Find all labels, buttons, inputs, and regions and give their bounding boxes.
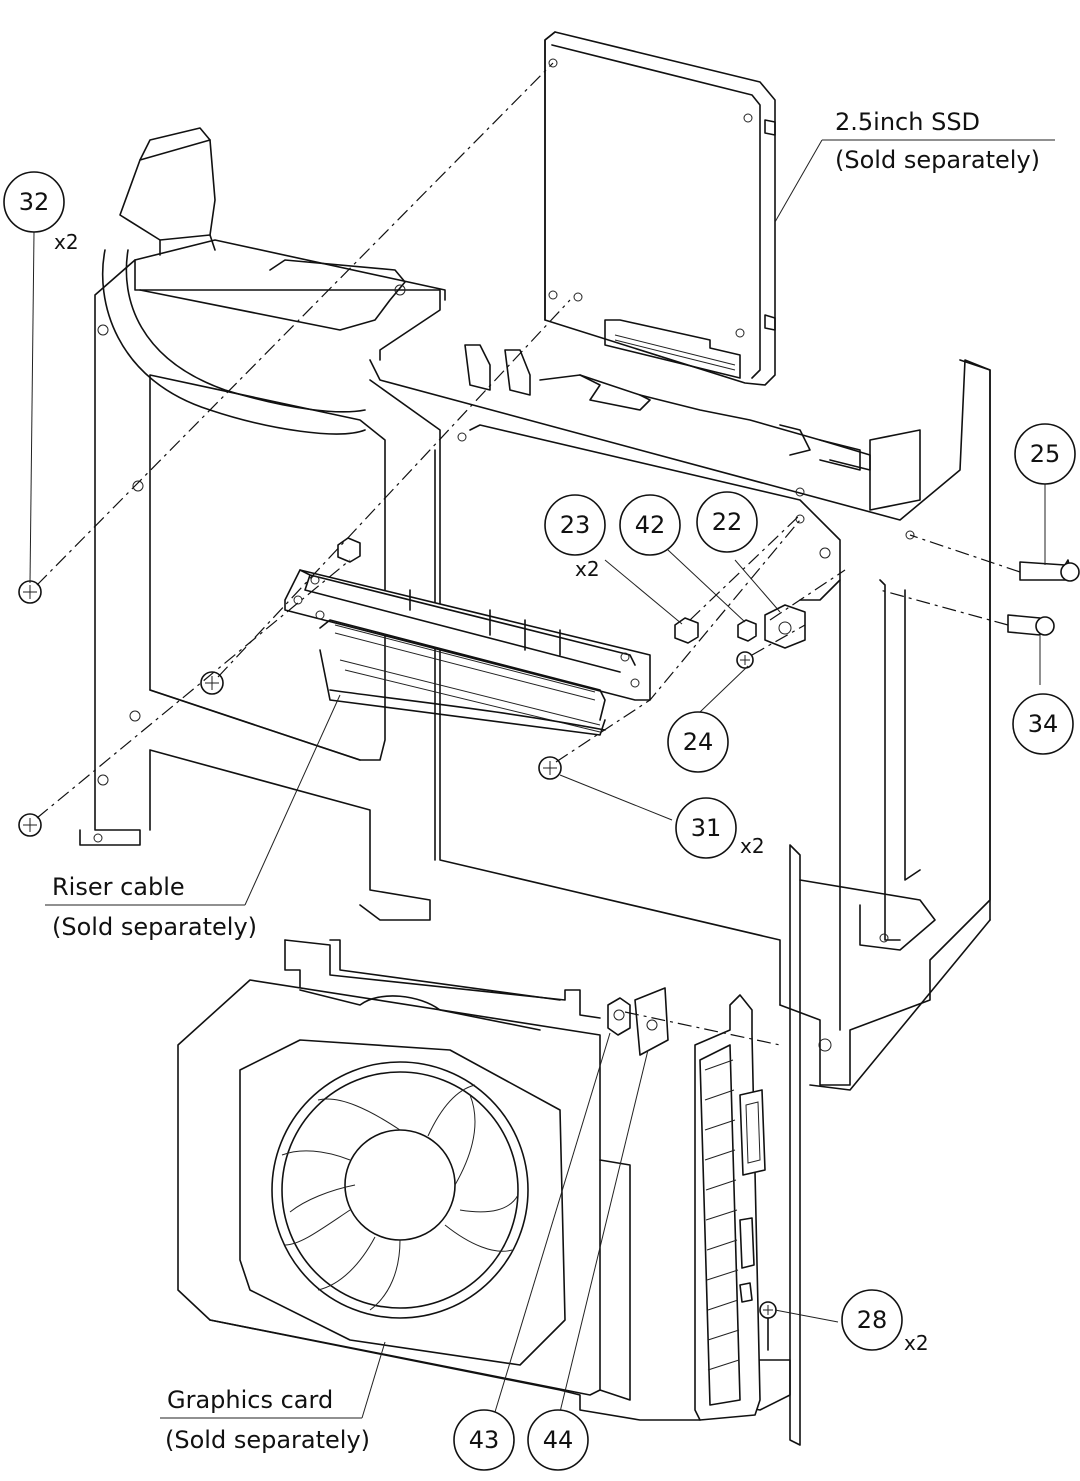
callout-23: 23 x2 (544, 494, 606, 581)
nut-42 (737, 619, 757, 642)
callout-number: 34 (1028, 710, 1059, 738)
callout-number: 28 (857, 1306, 888, 1334)
screw-28-a (759, 1301, 777, 1319)
bracket-44 (634, 987, 669, 1056)
callout-number: 42 (635, 511, 666, 539)
callout-31: 31 x2 (675, 797, 765, 859)
label-riser-name: Riser cable (52, 873, 185, 901)
callout-qty: x2 (740, 834, 765, 858)
callout-43: 43 (453, 1409, 515, 1471)
label-gpu-note: (Sold separately) (165, 1426, 370, 1454)
callout-number: 44 (543, 1426, 574, 1454)
label-gpu-name: Graphics card (167, 1386, 333, 1414)
callout-32: 32 x2 (3, 171, 79, 254)
standoff-23-b (674, 617, 699, 644)
label-ssd: 2.5inch SSD (Sold separately) (835, 108, 1040, 174)
chassis-frame (79, 239, 991, 1446)
callout-number: 23 (560, 511, 591, 539)
callout-number: 31 (691, 814, 722, 842)
callout-number: 25 (1030, 440, 1061, 468)
riser-board (284, 569, 651, 736)
bracket-22 (764, 604, 806, 649)
callout-42: 42 (619, 494, 681, 556)
leader-lines (29, 139, 1055, 1419)
screw-34 (1007, 614, 1041, 636)
standoff-43 (607, 997, 631, 1036)
callout-24: 24 (667, 711, 729, 773)
screw-31 (538, 756, 562, 780)
label-gpu: Graphics card (Sold separately) (165, 1386, 370, 1454)
callout-qty: x2 (575, 557, 600, 581)
label-ssd-name: 2.5inch SSD (835, 108, 980, 136)
callout-qty: x2 (904, 1331, 929, 1355)
callout-28: 28 x2 (841, 1289, 929, 1355)
label-ssd-note: (Sold separately) (835, 146, 1040, 174)
label-riser: Riser cable (Sold separately) (52, 873, 257, 941)
standoff-23-a (337, 537, 361, 563)
callout-number: 43 (469, 1426, 500, 1454)
label-riser-note: (Sold separately) (52, 913, 257, 941)
ssd-drive (544, 31, 776, 386)
callout-number: 32 (19, 188, 50, 216)
callout-number: 24 (683, 728, 714, 756)
assembly-lines (36, 62, 1021, 1046)
callout-22: 22 (696, 491, 758, 553)
callout-qty: x2 (54, 230, 79, 254)
graphics-card (177, 939, 766, 1421)
callout-number: 22 (712, 508, 743, 536)
callout-44: 44 (527, 1409, 589, 1471)
callout-25: 25 (1014, 423, 1076, 485)
screw-riser-left (200, 671, 224, 695)
power-cable (101, 127, 366, 435)
callout-34: 34 (1012, 693, 1074, 755)
screw-32-b (18, 813, 42, 837)
screw-24 (736, 651, 754, 669)
